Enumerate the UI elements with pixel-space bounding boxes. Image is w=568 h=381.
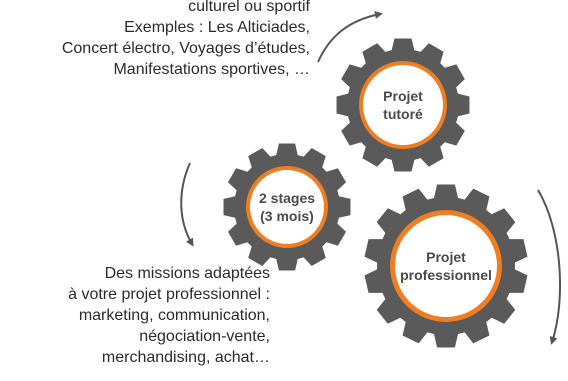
gear-label-line: professionnel <box>400 267 492 283</box>
gear-label-line: Projet <box>383 88 423 104</box>
text-line: Des missions adaptées <box>104 265 270 282</box>
text-line: Manifestations sportives, … <box>113 61 310 78</box>
text-line: négociation-vente, <box>139 328 270 345</box>
gear-icon <box>223 143 351 271</box>
gear-label-projet-tutore: Projet tutoré <box>383 87 423 123</box>
gear-label-projet-professionnel: Projet professionnel <box>400 248 492 284</box>
gear-label-line: 2 stages <box>258 190 316 206</box>
gear-label-line: (3 mois) <box>260 208 314 224</box>
gear-icon <box>336 38 470 172</box>
project-description-text: culturel ou sportif Exemples : Les Altic… <box>0 0 310 80</box>
text-line: Concert électro, Voyages d’études, <box>61 40 310 57</box>
cycle-arrow-icon <box>317 11 383 63</box>
text-line: Exemples : Les Alticiades, <box>124 19 310 36</box>
cycle-arrow-icon <box>537 189 562 345</box>
gear-center <box>250 170 324 244</box>
gear-center <box>363 65 443 145</box>
text-line: merchandising, achat… <box>101 349 270 366</box>
gear-label-line: Projet <box>426 249 466 265</box>
gear-label-stages: 2 stages (3 mois) <box>259 189 315 225</box>
text-line: marketing, communication, <box>78 307 270 324</box>
gear-center <box>395 215 497 317</box>
text-line: culturel ou sportif <box>188 0 310 15</box>
cycle-arrow-icon <box>180 162 194 247</box>
gear-label-line: tutoré <box>383 106 423 122</box>
gear-icon <box>364 184 528 348</box>
text-line: à votre projet professionnel : <box>68 286 270 303</box>
missions-description-text: Des missions adaptées à votre projet pro… <box>0 263 270 368</box>
